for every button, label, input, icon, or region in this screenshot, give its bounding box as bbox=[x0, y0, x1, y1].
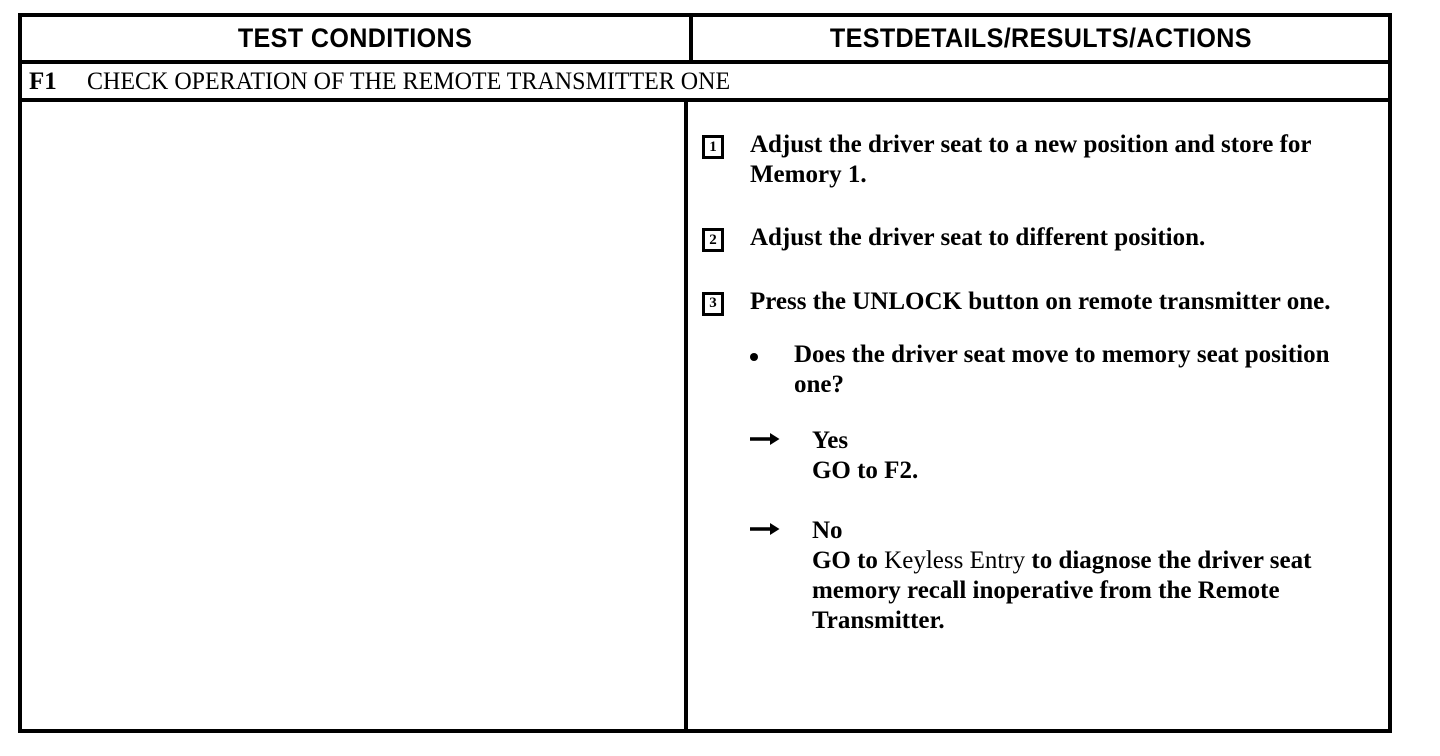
pinpoint-step-title-row: F1 CHECK OPERATION OF THE REMOTE TRANSMI… bbox=[22, 64, 1388, 102]
answer-yes-detail: GO to F2. bbox=[812, 456, 918, 486]
test-details-cell: 1 Adjust the driver seat to a new positi… bbox=[688, 102, 1388, 729]
bullet-dot-icon bbox=[749, 353, 758, 361]
table-body-row: 1 Adjust the driver seat to a new positi… bbox=[22, 102, 1388, 729]
test-conditions-cell bbox=[22, 102, 688, 729]
answer-yes-label: Yes bbox=[811, 427, 849, 454]
step-text-1: Adjust the driver seat to a new position… bbox=[749, 131, 1312, 188]
table-header-cell-test-details: TESTDETAILS/RESULTS/ACTIONS bbox=[693, 17, 1388, 60]
answer-no-detail: GO to Keyless Entry to diagnose the driv… bbox=[812, 546, 1352, 636]
pinpoint-test-table: TEST CONDITIONS TESTDETAILS/RESULTS/ACTI… bbox=[18, 13, 1392, 733]
test-details-header-label: TESTDETAILS/RESULTS/ACTIONS bbox=[829, 23, 1252, 53]
step-title-label: CHECK OPERATION OF THE REMOTE TRANSMITTE… bbox=[86, 67, 730, 95]
answer-yes-prefix: GO to bbox=[811, 457, 885, 484]
answer-branch-no: No GO to Keyless Entry to diagnose the d… bbox=[749, 516, 1352, 636]
test-step-1: 1 Adjust the driver seat to a new positi… bbox=[701, 130, 1352, 189]
table-header-cell-test-conditions: TEST CONDITIONS bbox=[22, 17, 693, 60]
step-text-3: Press the UNLOCK button on remote transm… bbox=[749, 287, 1331, 315]
arrow-right-icon bbox=[749, 432, 784, 446]
answer-branch-yes: Yes GO to F2. bbox=[749, 426, 1352, 486]
test-question-text: Does the driver seat move to memory seat… bbox=[793, 341, 1330, 398]
table-header-row: TEST CONDITIONS TESTDETAILS/RESULTS/ACTI… bbox=[22, 17, 1388, 64]
answer-yes-reference[interactable]: F2 bbox=[884, 457, 912, 484]
step-number-box-2: 2 bbox=[701, 228, 724, 252]
answer-no-prefix: GO to bbox=[811, 547, 885, 574]
test-step-3: 3 Press the UNLOCK button on remote tran… bbox=[701, 287, 1352, 317]
answer-no-reference[interactable]: Keyless Entry bbox=[884, 547, 1026, 574]
answer-yes-body: Yes GO to F2. bbox=[812, 426, 918, 486]
test-step-2: 2 Adjust the driver seat to different po… bbox=[701, 223, 1352, 253]
test-conditions-header-label: TEST CONDITIONS bbox=[238, 23, 473, 53]
step-text-2: Adjust the driver seat to different posi… bbox=[749, 224, 1206, 251]
answer-yes-suffix: . bbox=[911, 457, 919, 484]
answer-no-suffix: to diagnose the driver seat memory recal… bbox=[811, 547, 1312, 634]
answer-no-body: No GO to Keyless Entry to diagnose the d… bbox=[812, 516, 1352, 636]
step-number-box-3: 3 bbox=[701, 291, 724, 316]
test-question: Does the driver seat move to memory seat… bbox=[749, 340, 1352, 400]
step-number-box-1: 1 bbox=[701, 135, 724, 159]
arrow-right-icon bbox=[749, 522, 784, 536]
step-code-label: F1 bbox=[29, 67, 57, 95]
answer-no-label: No bbox=[811, 517, 843, 544]
